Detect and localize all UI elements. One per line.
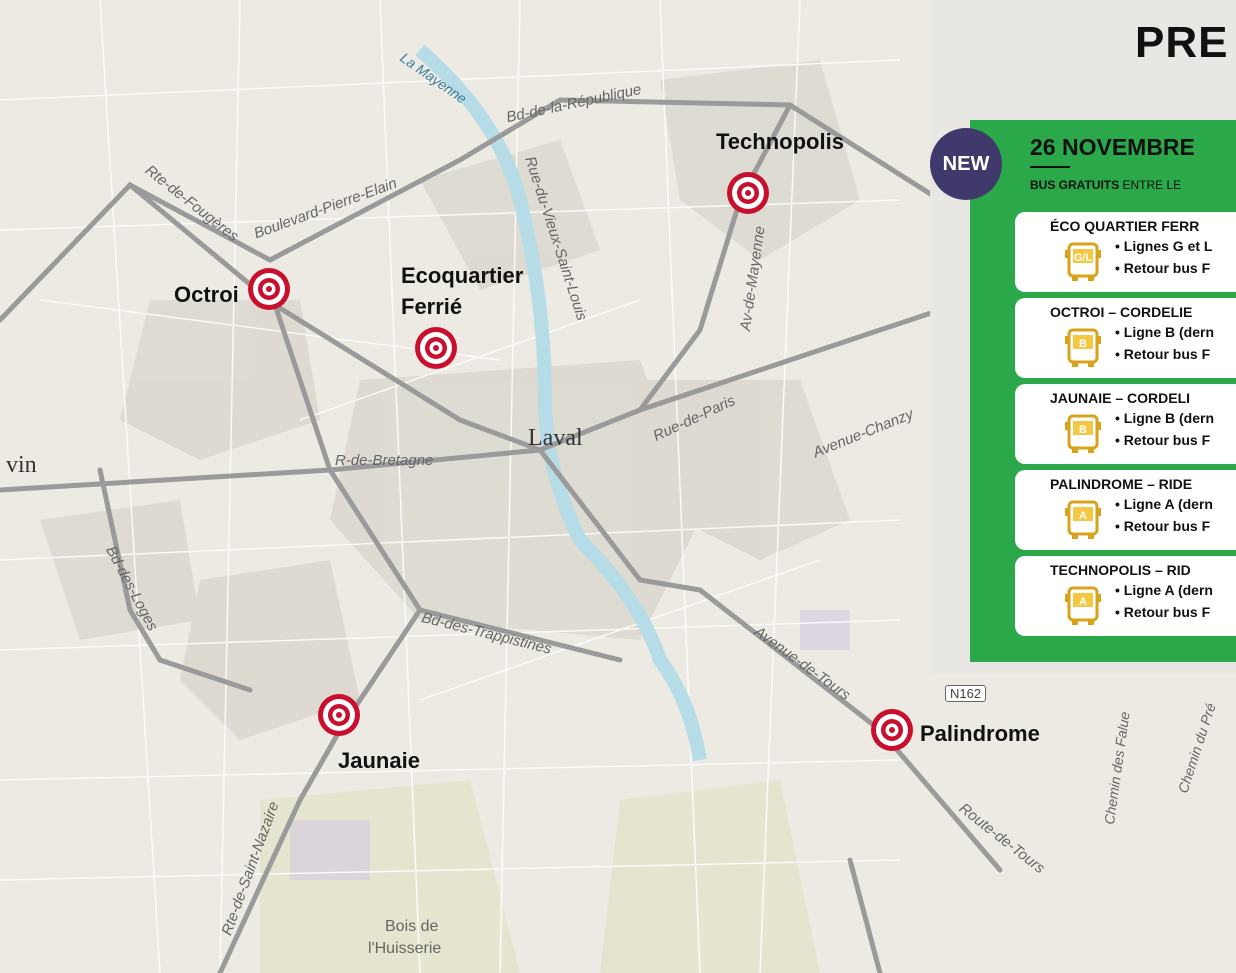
route-card-line1: • Ligne A (dern: [1115, 496, 1213, 512]
marker-label-octroi: Octroi: [174, 282, 239, 307]
bus-icon: B: [1065, 414, 1101, 453]
target-jaunaie-icon[interactable]: [317, 693, 361, 737]
route-card-title: OCTROI – CORDELIE: [1050, 304, 1193, 320]
panel-subtitle: BUS GRATUITS ENTRE LE: [1030, 178, 1182, 192]
route-card-line1: • Ligne B (dern: [1115, 324, 1215, 340]
bus-icon: A: [1065, 500, 1101, 539]
route-card-title: TECHNOPOLIS – RID: [1050, 562, 1191, 578]
route-card-line2: • Retour bus F: [1115, 518, 1211, 534]
bus-line-code: G/L: [1074, 252, 1093, 264]
route-card-line1: • Ligne B (dern: [1115, 410, 1215, 426]
route-card-title: JAUNAIE – CORDELI: [1050, 390, 1191, 406]
info-panel: PRE 26 NOVEMBRE BUS GRATUITS ENTRE LE ÉC…: [930, 0, 1236, 673]
route-card[interactable]: TECHNOPOLIS – RID A • Ligne A (dern • Retou…: [1015, 556, 1236, 636]
marker-label-ferrie: Ferrié: [401, 294, 463, 319]
target-ecoquartier-icon[interactable]: [414, 326, 458, 370]
route-card-title: ÉCO QUARTIER FERR: [1050, 218, 1200, 234]
marker-label-jaunaie: Jaunaie: [338, 748, 420, 773]
bus-line-code: B: [1079, 424, 1087, 436]
route-card[interactable]: PALINDROME – RIDE A • Ligne A (dern • Retou…: [1015, 470, 1236, 550]
bus-icon: B: [1065, 328, 1101, 367]
route-card[interactable]: JAUNAIE – CORDELI B • Ligne B (dern • Retou…: [1015, 384, 1236, 464]
bus-icon: G/L: [1065, 242, 1101, 281]
target-octroi-icon[interactable]: [247, 267, 291, 311]
marker-label-technopolis: Technopolis: [716, 129, 844, 154]
route-card-line2: • Retour bus F: [1115, 346, 1211, 362]
bus-line-code: A: [1079, 510, 1087, 522]
bus-line-code: B: [1079, 338, 1087, 350]
route-card-line1: • Ligne A (dern: [1115, 582, 1213, 598]
panel-title: PRE: [1135, 18, 1229, 67]
city-label-partial: vin: [6, 452, 37, 478]
marker-label-palindrome: Palindrome: [920, 721, 1040, 746]
new-badge: NEW: [930, 128, 1002, 200]
wood-label: Bois de: [385, 918, 439, 935]
target-palindrome-icon[interactable]: [870, 708, 914, 752]
route-card-line2: • Retour bus F: [1115, 260, 1211, 276]
route-card[interactable]: ÉCO QUARTIER FERR G/L • Lignes G et L • Ret…: [1015, 212, 1236, 292]
marker-label-ecoquartier: Ecoquartier: [401, 263, 524, 288]
street-label: R-de-Bretagne: [335, 452, 434, 469]
road-shield: N162: [945, 685, 987, 702]
route-card-line1: • Lignes G et L: [1115, 238, 1213, 254]
city-label: Laval: [528, 425, 583, 451]
route-card-title: PALINDROME – RIDE: [1050, 476, 1193, 492]
route-card-line2: • Retour bus F: [1115, 604, 1211, 620]
route-card[interactable]: OCTROI – CORDELIE B • Ligne B (dern • Retou…: [1015, 298, 1236, 378]
bus-line-code: A: [1079, 596, 1087, 608]
target-technopolis-icon[interactable]: [726, 171, 770, 215]
bus-icon: A: [1065, 586, 1101, 625]
panel-date: 26 NOVEMBRE: [1030, 134, 1195, 160]
wood-label: l'Huisserie: [368, 940, 442, 957]
route-card-line2: • Retour bus F: [1115, 432, 1211, 448]
date-underline: [1030, 166, 1070, 168]
